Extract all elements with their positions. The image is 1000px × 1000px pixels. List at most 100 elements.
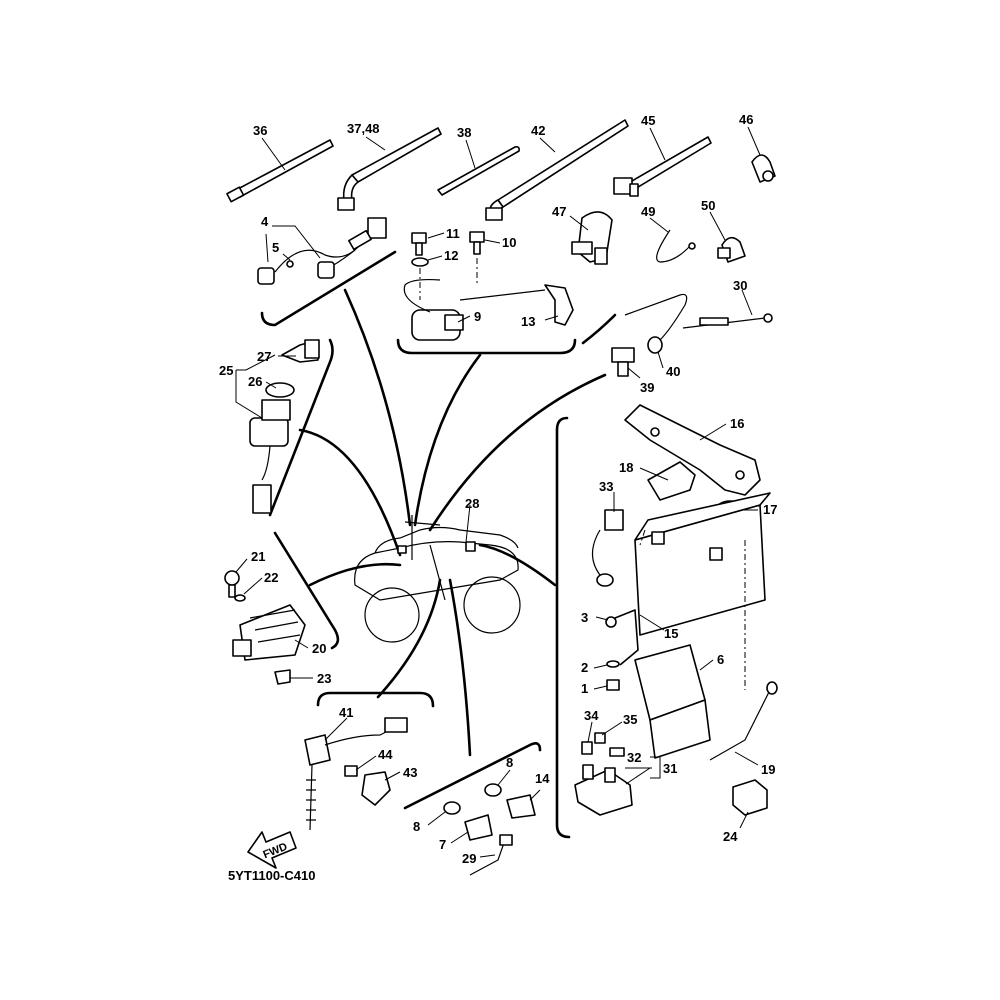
clip-49	[656, 229, 696, 263]
relay-24	[732, 779, 768, 816]
callout-39: 39	[640, 380, 654, 395]
wire-harness-4	[257, 217, 387, 285]
callout-27: 27	[257, 349, 271, 364]
callout-47: 47	[552, 204, 566, 219]
sensor-41	[304, 717, 408, 831]
bolt-34	[581, 741, 593, 755]
callout-36: 36	[253, 123, 267, 138]
callout-22: 22	[264, 570, 278, 585]
sensor-7	[464, 814, 493, 841]
callout-28: 28	[465, 496, 479, 511]
washer-8-lower	[443, 801, 461, 815]
battery-15	[634, 492, 771, 636]
fuse-32	[609, 747, 625, 757]
callout-44: 44	[378, 747, 393, 762]
callout-5: 5	[272, 240, 279, 255]
bolt-35	[594, 732, 606, 744]
callout-46: 46	[739, 112, 753, 127]
rectifier-20	[232, 604, 306, 661]
wire-30	[624, 293, 773, 341]
forward-arrow: FWD	[247, 831, 297, 869]
diagram-code: 5YT1100-C410	[228, 868, 315, 883]
leader-lines	[235, 126, 761, 858]
callout-32: 32	[627, 750, 641, 765]
callout-21: 21	[251, 549, 265, 564]
clamp-50	[717, 236, 746, 263]
bolt-44	[344, 765, 358, 777]
clamp-47	[571, 211, 613, 265]
clip-23	[274, 669, 291, 685]
callout-14: 14	[535, 771, 550, 786]
callout-8-lower: 8	[413, 819, 420, 834]
ecu-6	[634, 644, 711, 759]
callout-11: 11	[446, 226, 460, 241]
callout-12: 12	[444, 248, 458, 263]
cable-tie-42	[485, 119, 629, 221]
cable-tie-37-48	[337, 127, 442, 211]
callout-16: 16	[730, 416, 744, 431]
washer-2	[606, 660, 620, 668]
main-switch-25	[249, 399, 291, 514]
cable-tie-36	[226, 139, 334, 203]
clamp-band-38	[437, 146, 520, 196]
callout-20: 20	[312, 641, 326, 656]
washer-12	[411, 257, 429, 267]
callout-38: 38	[457, 125, 471, 140]
starter-relay-31	[574, 764, 633, 816]
sensor-39	[611, 347, 635, 377]
callout-1: 1	[581, 681, 588, 696]
callout-34: 34	[584, 708, 599, 723]
callout-10: 10	[502, 235, 516, 250]
cap-40	[647, 336, 663, 354]
callout-8-upper: 8	[506, 755, 513, 770]
lead-29	[469, 834, 513, 876]
key-27	[281, 339, 320, 363]
sensor-14	[506, 794, 536, 819]
callout-25: 25	[219, 363, 233, 378]
callout-40: 40	[666, 364, 680, 379]
callout-15: 15	[664, 626, 678, 641]
callout-3: 3	[581, 610, 588, 625]
callout-labels: 36 37,48 38 42 45 46 47 49 50 4 5 11 12 …	[219, 112, 777, 866]
callout-18: 18	[619, 460, 633, 475]
callout-41: 41	[339, 705, 353, 720]
holder-18	[647, 461, 696, 501]
bolt-11	[411, 232, 427, 256]
band-bracket-3	[605, 609, 639, 666]
callout-4: 4	[261, 214, 269, 229]
bracket-43	[361, 771, 391, 806]
clamp-46	[751, 154, 776, 183]
callout-43: 43	[403, 765, 417, 780]
washer-8-upper	[484, 783, 502, 797]
callout-17: 17	[763, 502, 777, 517]
callout-6: 6	[717, 652, 724, 667]
callout-35: 35	[623, 712, 637, 727]
callout-26: 26	[248, 374, 262, 389]
bolt-21	[224, 570, 240, 598]
callout-42: 42	[531, 123, 545, 138]
group-brackets	[260, 250, 617, 839]
bracket-16	[624, 404, 761, 496]
ignition-coil-9	[403, 278, 574, 341]
battery-lead-33	[591, 509, 624, 587]
callout-31: 31	[663, 761, 677, 776]
callout-24: 24	[723, 829, 738, 844]
callout-45: 45	[641, 113, 655, 128]
callout-49: 49	[641, 204, 655, 219]
cable-19	[709, 681, 778, 761]
callout-23: 23	[317, 671, 331, 686]
atv-outline	[354, 515, 521, 643]
callout-2: 2	[581, 660, 588, 675]
callout-7: 7	[439, 837, 446, 852]
callout-13: 13	[521, 314, 535, 329]
cable-tie-45	[613, 136, 712, 197]
callout-33: 33	[599, 479, 613, 494]
callout-37-48: 37,48	[347, 121, 380, 136]
callout-30: 30	[733, 278, 747, 293]
callout-29: 29	[462, 851, 476, 866]
callout-19: 19	[761, 762, 775, 777]
bolt-10	[469, 231, 485, 255]
nut-1	[606, 679, 620, 691]
callout-9: 9	[474, 309, 481, 324]
